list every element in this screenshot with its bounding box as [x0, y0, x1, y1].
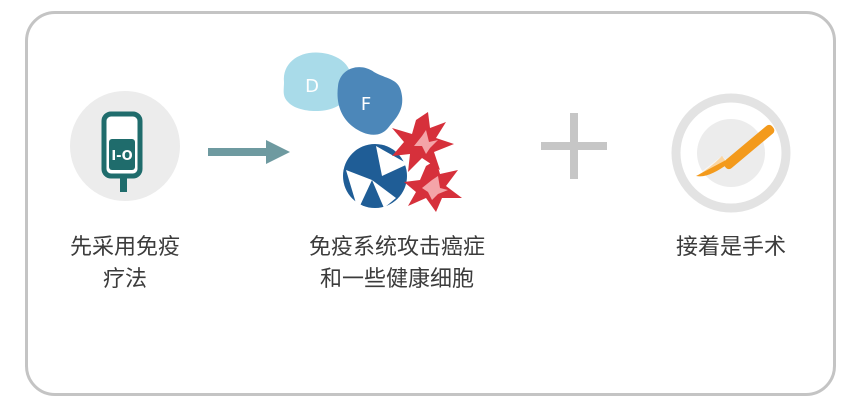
plus-icon — [541, 113, 607, 179]
cell-label-d: D — [305, 76, 319, 97]
step-label-immune-attack: 免疫系统攻击癌症 和一些健康细胞 — [308, 235, 485, 292]
step-label-surgery: 接着是手术 — [675, 235, 786, 260]
step-label-immunotherapy: 先采用免疫 疗法 — [69, 235, 180, 292]
iv-bag-icon: I-O — [70, 91, 180, 201]
iv-bag-text: I-O — [111, 149, 132, 164]
cell-label-f: F — [361, 94, 371, 115]
arrow-right-icon — [208, 140, 290, 164]
immune-cell-attack-icon: D F — [283, 52, 462, 212]
scalpel-icon — [671, 93, 791, 213]
